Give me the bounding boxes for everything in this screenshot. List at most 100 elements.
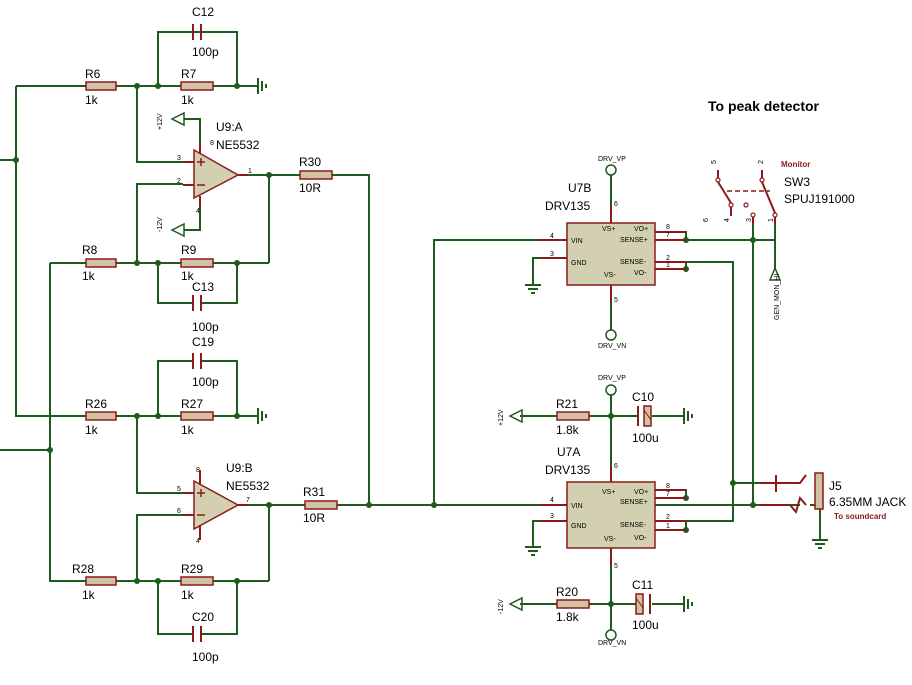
capacitor-c20 (192, 626, 202, 642)
u9b-pin7: 7 (246, 497, 250, 504)
c19-value: 100p (192, 375, 219, 389)
u7a-senseminus: SENSE- (620, 522, 647, 529)
r20-supply: -12V (498, 599, 505, 614)
c12-ref: C12 (192, 5, 214, 19)
u7a-pin1: 1 (666, 523, 670, 530)
ground-symbol-u7a (525, 546, 541, 556)
r28-ref: R28 (72, 562, 94, 576)
r9-value: 1k (181, 269, 195, 283)
sw3-pin2: 2 (758, 160, 765, 164)
power-arrow-u9a-pos (170, 111, 185, 127)
r21-supply: +12V (498, 409, 505, 426)
capacitor-c10 (637, 405, 652, 427)
r31-ref: R31 (303, 485, 325, 499)
ground-symbol-c10 (683, 408, 693, 424)
resistor-r26 (85, 411, 117, 421)
c12-value: 100p (192, 45, 219, 59)
gen-mon-hi-net: GEN_MON_HI (774, 274, 781, 320)
u7a-vsminus: VS- (604, 536, 616, 543)
u7a-gnd: GND (571, 523, 587, 530)
ground-symbol-mid (257, 408, 267, 424)
u7a-ref: U7A (557, 445, 580, 459)
c13-ref: C13 (192, 280, 214, 294)
u7b-gnd: GND (571, 260, 587, 267)
j5-ref: J5 (829, 479, 842, 493)
terminal-drv-vn-u7b (605, 329, 617, 341)
u7b-drv-vn: DRV_VN (598, 343, 626, 350)
sw3-pin6: 6 (703, 218, 710, 222)
terminal-drv-vp-u7b (605, 164, 617, 176)
u7a-drv-vp: DRV_VP (598, 375, 626, 382)
u9b-pin6: 6 (177, 508, 181, 515)
sw3-pin5: 5 (711, 160, 718, 164)
sw3-pin4: 4 (724, 218, 731, 222)
resistor-r27 (180, 411, 214, 421)
u7b-pin6: 6 (614, 201, 618, 208)
c20-ref: C20 (192, 610, 214, 624)
u7b-pin7: 7 (666, 232, 670, 239)
c10-ref: C10 (632, 390, 654, 404)
u7b-pin4: 4 (550, 233, 554, 240)
ground-symbol-j5 (812, 539, 828, 549)
chip-u7b (540, 206, 686, 302)
r7-value: 1k (181, 93, 195, 107)
u7a-pin6: 6 (614, 463, 618, 470)
opamp-u9b (183, 470, 248, 540)
r28-value: 1k (82, 588, 96, 602)
u7a-senseplus: SENSE+ (620, 499, 648, 506)
switch-sw3 (715, 170, 778, 224)
r20-value: 1.8k (556, 610, 580, 624)
r29-ref: R29 (181, 562, 203, 576)
r7-ref: R7 (181, 67, 197, 81)
u7b-pin2: 2 (666, 255, 670, 262)
capacitor-c13 (192, 295, 202, 311)
r31-value: 10R (303, 511, 325, 525)
u7b-pin3: 3 (550, 251, 554, 258)
capacitor-c12 (192, 24, 202, 40)
ground-symbol-u7b (525, 284, 541, 294)
u7b-part: DRV135 (545, 199, 590, 213)
r9-ref: R9 (181, 243, 197, 257)
u9a-pos-supply: +12V (157, 113, 164, 130)
u9a-pin8: 8 (210, 140, 214, 147)
power-arrow-r20 (508, 596, 523, 612)
c19-ref: C19 (192, 335, 214, 349)
peak-detector-label: To peak detector (708, 98, 820, 114)
c11-value: 100u (632, 618, 659, 632)
u7a-pin3: 3 (550, 513, 554, 520)
resistor-r8 (85, 258, 117, 268)
u7b-pin1: 1 (666, 262, 670, 269)
opamp-u9a (183, 143, 248, 207)
u7a-drv-vn: DRV_VN (598, 640, 626, 647)
c11-ref: C11 (632, 578, 653, 592)
u9b-part: NE5532 (226, 479, 270, 493)
power-arrow-gen-mon (768, 266, 782, 281)
u7a-vsplus: VS+ (602, 489, 615, 496)
u7a-pin7: 7 (666, 491, 670, 498)
power-arrow-u9a-neg (170, 222, 185, 238)
u7b-voplus: VO+ (634, 226, 648, 233)
r21-ref: R21 (556, 397, 578, 411)
u7b-vsminus: VS- (604, 272, 616, 279)
resistor-r28 (85, 576, 117, 586)
u9a-part: NE5532 (216, 138, 260, 152)
u7a-pin4: 4 (550, 497, 554, 504)
u9a-pin3: 3 (177, 155, 181, 162)
u7b-drv-vp: DRV_VP (598, 156, 626, 163)
ground-symbol-c11 (683, 596, 693, 612)
resistor-r29 (180, 576, 214, 586)
r27-value: 1k (181, 423, 195, 437)
capacitor-c11 (635, 593, 651, 615)
c13-value: 100p (192, 320, 219, 334)
u9a-ref: U9:A (216, 120, 243, 134)
sw3-monitor-label: Monitor (781, 160, 810, 169)
resistor-r9 (180, 258, 214, 268)
resistor-r30 (299, 170, 333, 180)
r30-ref: R30 (299, 155, 321, 169)
sw3-pin3: 3 (746, 218, 753, 222)
r27-ref: R27 (181, 397, 203, 411)
u7b-vominus: VO- (634, 270, 647, 277)
sw3-ref: SW3 (784, 175, 810, 189)
power-arrow-r21 (508, 408, 523, 424)
